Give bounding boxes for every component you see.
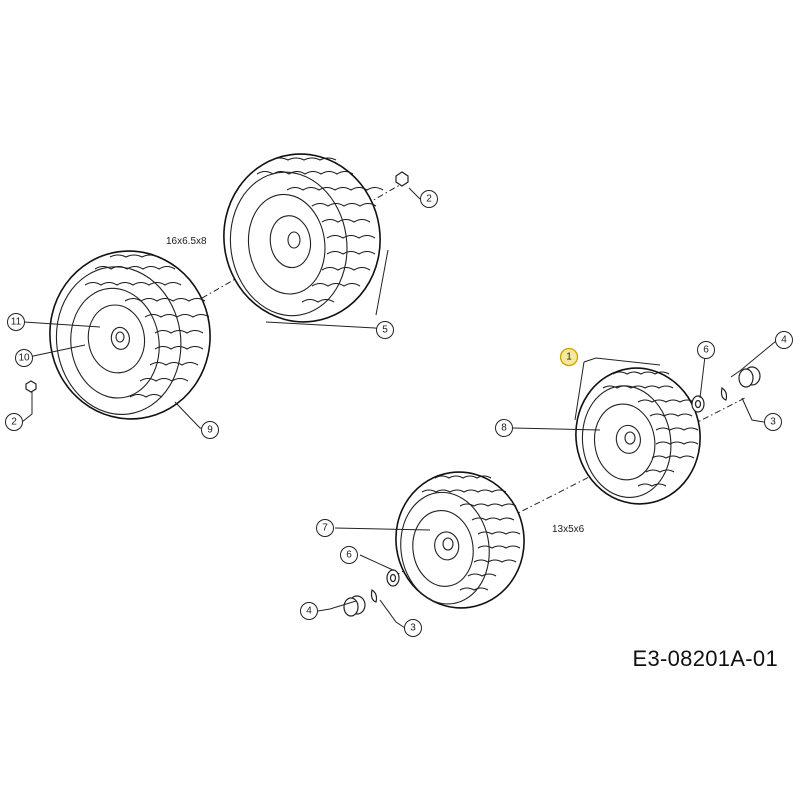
cap-left[interactable] <box>343 595 366 617</box>
callout-10[interactable]: 10 <box>15 349 33 367</box>
callout-6-right[interactable]: 6 <box>697 341 715 359</box>
tire-tread-pattern <box>84 254 210 398</box>
tire-tread-pattern <box>256 157 384 303</box>
callout-5-label: 5 <box>382 325 388 336</box>
callout-2-top-label: 2 <box>426 194 432 205</box>
clip-left[interactable] <box>370 589 378 603</box>
callout-4-bottom[interactable]: 4 <box>300 602 318 620</box>
callout-7[interactable]: 7 <box>316 519 334 537</box>
callout-1[interactable]: 1 <box>559 347 579 367</box>
callout-4-right-label: 4 <box>781 335 787 346</box>
front-right-wheel[interactable] <box>567 360 709 512</box>
callout-11[interactable]: 11 <box>7 313 25 331</box>
front-left-wheel[interactable] <box>387 464 533 616</box>
clip-right[interactable] <box>720 387 728 401</box>
callout-4-bottom-label: 4 <box>306 606 312 617</box>
callout-6-bottom-label: 6 <box>346 550 352 561</box>
washer-left[interactable] <box>386 569 400 587</box>
callout-2-left[interactable]: 2 <box>5 413 23 431</box>
tire-tread-pattern <box>421 475 521 591</box>
front-tire-size-label: 13x5x6 <box>552 524 585 535</box>
rear-left-wheel[interactable] <box>39 241 221 430</box>
rear-right-wheel[interactable] <box>213 144 391 332</box>
callout-6-bottom[interactable]: 6 <box>340 546 358 564</box>
callout-9[interactable]: 9 <box>201 421 219 439</box>
callout-8-label: 8 <box>501 423 507 434</box>
front-axle-axis-line <box>389 397 746 579</box>
callout-3-bottom[interactable]: 3 <box>404 619 422 637</box>
callout-7-label: 7 <box>322 523 328 534</box>
tire-tread-pattern <box>602 371 699 487</box>
callout-2-left-label: 2 <box>11 417 17 428</box>
washer-right[interactable] <box>691 395 705 413</box>
callout-3-bottom-label: 3 <box>410 623 416 634</box>
callout-2-top[interactable]: 2 <box>420 190 438 208</box>
callout-1-label: 1 <box>566 352 572 363</box>
callout-10-label: 10 <box>18 353 30 364</box>
document-reference-code: E3-08201A-01 <box>632 646 778 671</box>
bolt-top-right[interactable] <box>395 171 409 187</box>
bolt-bottom-left[interactable] <box>25 380 37 393</box>
callout-3-right[interactable]: 3 <box>764 413 782 431</box>
callout-6-right-label: 6 <box>703 345 709 356</box>
callout-5[interactable]: 5 <box>376 321 394 339</box>
callout-9-label: 9 <box>207 425 213 436</box>
cap-right[interactable] <box>738 366 761 388</box>
callout-8[interactable]: 8 <box>495 419 513 437</box>
rear-tire-size-label: 16x6.5x8 <box>166 236 207 247</box>
callout-4-right[interactable]: 4 <box>775 331 793 349</box>
callout-3-right-label: 3 <box>770 417 776 428</box>
callout-11-label: 11 <box>11 317 22 328</box>
